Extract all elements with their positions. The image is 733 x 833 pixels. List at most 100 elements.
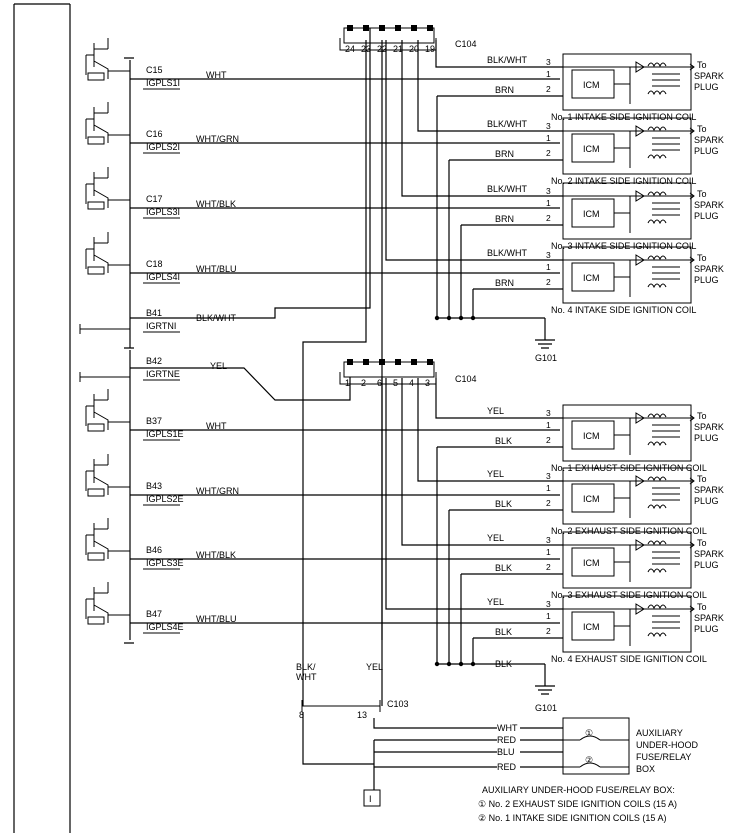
diode-icon: [635, 539, 645, 551]
plug-label: PLUG: [694, 211, 719, 221]
fuse-box-label: BOX: [636, 764, 655, 774]
diode-icon: [635, 254, 645, 266]
spark-to: To: [697, 474, 707, 484]
coil-winding-icon: [647, 604, 667, 638]
terminal-id: B41: [146, 308, 162, 318]
icm-label: ICM: [583, 494, 600, 504]
transistor-symbol: [85, 102, 130, 143]
coil-pin-2: 2: [546, 498, 551, 508]
spark-label: SPARK: [694, 549, 724, 559]
signal-name: IGPLS1E: [146, 429, 184, 439]
coil-pin-2: 2: [546, 148, 551, 158]
resistor-symbol: [87, 616, 105, 625]
resistor-symbol: [87, 72, 105, 81]
c104-mid-pin-label: 3: [425, 378, 430, 388]
spark-label: SPARK: [694, 613, 724, 623]
c104-top-pin-label: 19: [425, 44, 435, 54]
c104-top-pin: [427, 25, 433, 31]
coil-ground-wire: BLK: [495, 436, 512, 446]
coil-pin-3: 3: [546, 250, 551, 260]
fuse-internal: [563, 728, 630, 768]
icm-label: ICM: [583, 144, 600, 154]
coil-supply-wire: YEL: [487, 406, 504, 416]
transistor-symbol: [85, 167, 130, 208]
plug-label: PLUG: [694, 275, 719, 285]
wire-color: WHT/BLU: [196, 614, 237, 624]
signal-name: IGRTNI: [146, 321, 176, 331]
c103-to-fusebox-wires: [302, 712, 497, 790]
coil-pin-2: 2: [546, 213, 551, 223]
coil-pin-1: 1: [546, 611, 551, 621]
spark-to: To: [697, 253, 707, 263]
spark-to: To: [697, 189, 707, 199]
c104-mid-pin: [427, 359, 433, 365]
ecm-terminal-rows: C15IGPLS1IWHTC16IGPLS2IWHT/GRNC17IGPLS3I…: [79, 38, 239, 634]
coil-housing: [562, 53, 692, 111]
coil-winding-icon: [647, 413, 667, 447]
coil-pin-1: 1: [546, 198, 551, 208]
c104-top-pin-label: 20: [409, 44, 419, 54]
igrtne-wire: [130, 367, 351, 401]
intake-ground-bus: [436, 96, 545, 319]
fuse-wire-label: RED: [497, 735, 517, 745]
terminal-id: C16: [146, 129, 163, 139]
diode-icon: [635, 61, 645, 73]
junction-dot: [458, 661, 464, 667]
fuse-box-label: FUSE/RELAY: [636, 752, 691, 762]
coil-winding-icon: [647, 476, 667, 510]
signal-name: IGPLS3E: [146, 558, 184, 568]
diode-icon: [635, 190, 645, 202]
coil-supply-wire: BLK/WHT: [487, 119, 528, 129]
c103-pin-right: 13: [357, 710, 367, 720]
igrtni-wire: [130, 28, 371, 319]
icm-label: ICM: [583, 558, 600, 568]
wire-color: WHT: [206, 70, 227, 80]
coil-name: No. 4 EXHAUST SIDE IGNITION COIL: [551, 654, 707, 664]
c104-top-pin: [395, 25, 401, 31]
coil-winding-icon: [647, 255, 667, 289]
coil-name: No. 2 INTAKE SIDE IGNITION COIL: [551, 176, 696, 186]
coil-ground-wire: BRN: [495, 214, 514, 224]
c103-wire-left-1: BLK/: [296, 662, 316, 672]
transistor-symbol: [85, 389, 130, 430]
notes-title: AUXILIARY UNDER-HOOD FUSE/RELAY BOX:: [482, 785, 675, 795]
wire-color: WHT/BLK: [196, 550, 236, 560]
spark-to: To: [697, 538, 707, 548]
c104-top-pin: [347, 25, 353, 31]
ground-label-top: G101: [535, 353, 557, 363]
coil-supply-wire: BLK/WHT: [487, 248, 528, 258]
connector-id-c103: C103: [387, 699, 409, 709]
transistor-symbol: [85, 582, 130, 623]
junction-dot: [458, 315, 464, 321]
junction-dot: [470, 661, 476, 667]
junction-dot: [434, 315, 440, 321]
terminal-id: B43: [146, 481, 162, 491]
coil-ground-wire: BLK: [495, 563, 512, 573]
c104-mid-pin: [395, 359, 401, 365]
spark-label: SPARK: [694, 200, 724, 210]
coil-winding-icon: [647, 540, 667, 574]
coil-pin-3: 3: [546, 471, 551, 481]
coil-supply-wire: YEL: [487, 597, 504, 607]
junction-dot: [434, 661, 440, 667]
notes-line-1: ① No. 2 EXHAUST SIDE IGNITION COILS (15 …: [478, 799, 677, 809]
ground-line: [79, 324, 130, 334]
coil-pin-3: 3: [546, 408, 551, 418]
c104-mid-pin: [347, 359, 353, 365]
resistor-symbol: [87, 488, 105, 497]
coil-ground-wire: BLK: [495, 627, 512, 637]
c104-top-pin: [379, 25, 385, 31]
connector-c103: C103 8 13 BLK/ WHT YEL: [296, 662, 409, 720]
coil-pin-3: 3: [546, 599, 551, 609]
spark-label: SPARK: [694, 71, 724, 81]
terminal-id: C18: [146, 259, 163, 269]
resistor-symbol: [87, 423, 105, 432]
